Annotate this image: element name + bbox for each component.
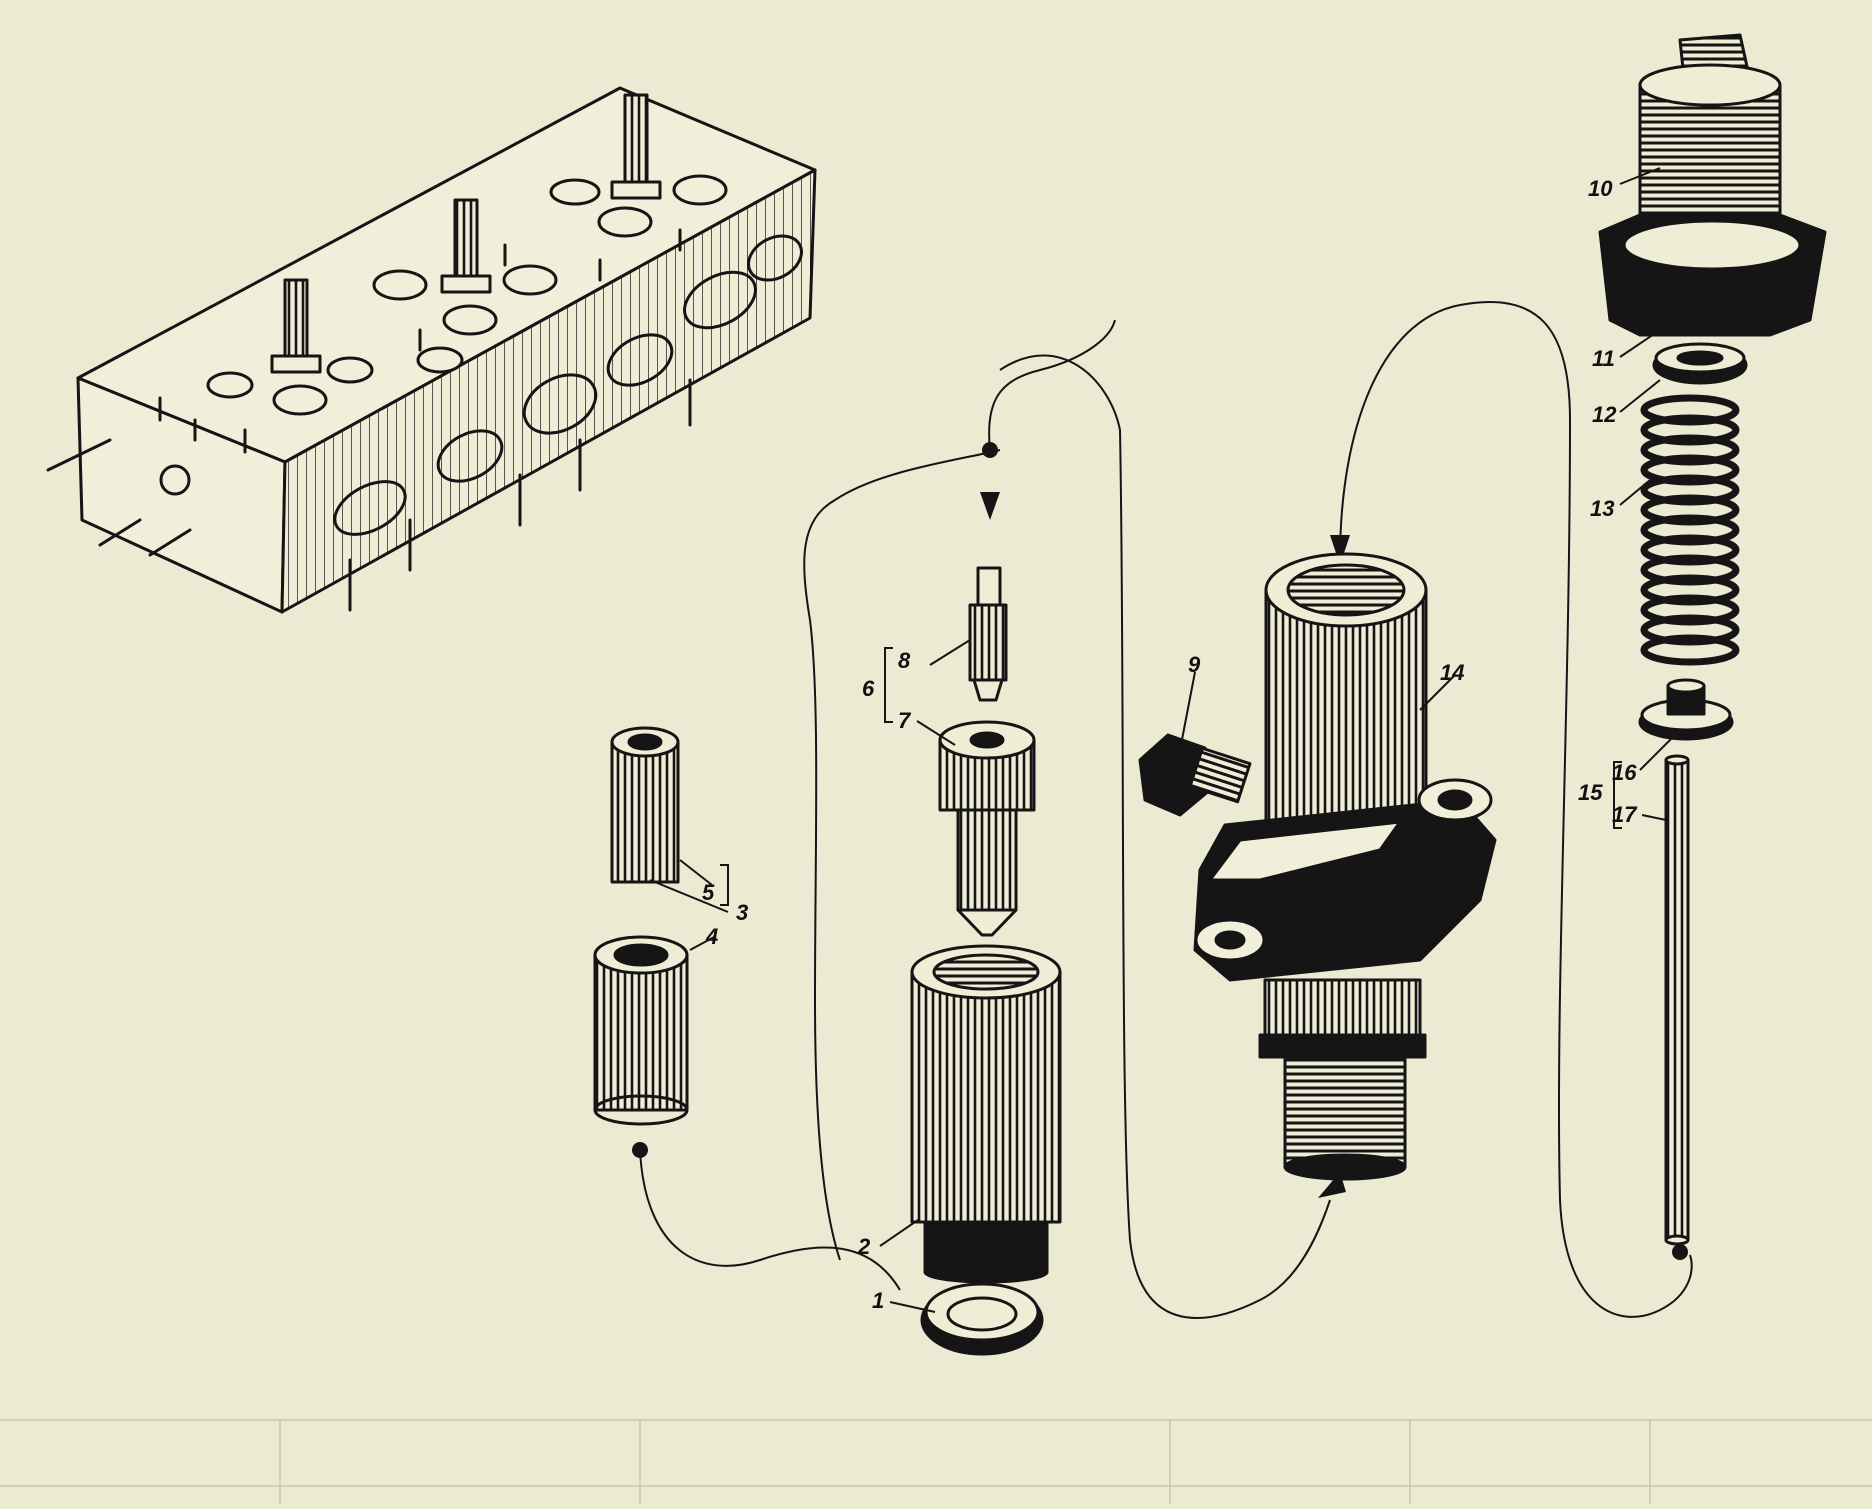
callout-3: 3 (736, 900, 748, 925)
part-5-sleeve (610, 726, 680, 884)
callout-12: 12 (1592, 402, 1617, 427)
reverse-page-show-through (0, 1419, 1872, 1504)
part-9-fitting (1138, 733, 1252, 817)
callout-17: 17 (1612, 802, 1638, 827)
part-8-needle (968, 566, 1008, 702)
part-10-cap-nut (1598, 33, 1827, 337)
part-12-washer (1652, 342, 1748, 385)
callout-6: 6 (862, 676, 875, 701)
callout-5: 5 (702, 880, 715, 905)
callout-11: 11 (1592, 346, 1615, 371)
part-4-sleeve (593, 935, 689, 1126)
callout-15: 15 (1578, 780, 1603, 805)
callout-leaders (649, 167, 1676, 1313)
part-2-nozzle-nut (910, 944, 1062, 1284)
callout-13: 13 (1590, 496, 1614, 521)
callout-1: 1 (872, 1288, 884, 1313)
part-7-nozzle-body (938, 720, 1036, 937)
callout-10: 10 (1588, 176, 1613, 201)
callout-9: 9 (1188, 652, 1201, 677)
cylinder-head (46, 86, 817, 614)
callout-4: 4 (705, 924, 718, 949)
part-14-injector-body (1193, 552, 1497, 1181)
callouts: 1 2 3 4 5 6 7 8 9 10 11 12 13 14 15 16 1… (702, 176, 1638, 1313)
callout-16: 16 (1612, 760, 1637, 785)
part-13-spring (1640, 394, 1740, 666)
callout-14: 14 (1440, 660, 1464, 685)
callout-8: 8 (898, 648, 911, 673)
part-17-push-rod (1664, 754, 1690, 1246)
part-16-spring-seat (1638, 678, 1734, 741)
assembly-flow-lines (632, 300, 1693, 1319)
callout-7: 7 (898, 708, 912, 733)
callout-2: 2 (857, 1234, 871, 1259)
part-1-washer (920, 1282, 1044, 1356)
